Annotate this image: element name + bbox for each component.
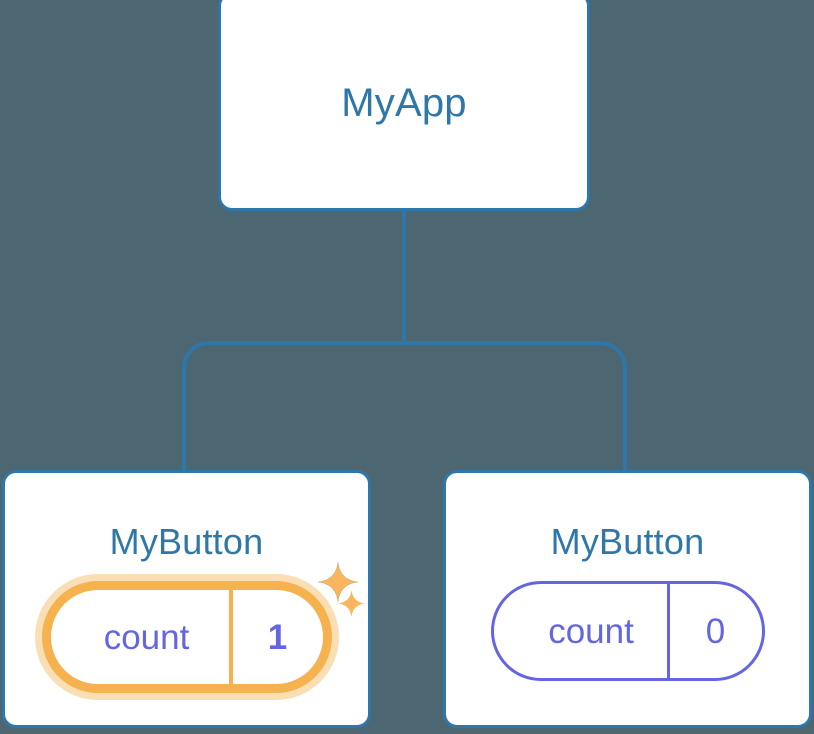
node-title-mybutton-right: MyButton (550, 521, 705, 562)
node-card-myapp[interactable]: MyApp (218, 0, 590, 211)
node-card-mybutton-right[interactable]: MyButton count 0 (443, 470, 812, 728)
state-pill-wrap-right: count 0 (490, 581, 765, 681)
connector-branch-left (182, 341, 404, 472)
node-title-mybutton-left: MyButton (109, 521, 264, 562)
state-value-left: 1 (267, 617, 288, 657)
node-title-myapp: MyApp (341, 81, 467, 125)
state-pill-wrap-left: count 1 (41, 581, 332, 693)
state-pill-right[interactable]: count 0 (490, 581, 765, 681)
state-key-left: count (51, 590, 233, 684)
state-key-right: count (494, 584, 670, 678)
connector-branch-right (404, 341, 627, 472)
state-pill-left[interactable]: count 1 (41, 581, 332, 693)
state-value-right: 0 (705, 611, 726, 651)
node-card-mybutton-left[interactable]: MyButton count 1 (2, 470, 371, 728)
